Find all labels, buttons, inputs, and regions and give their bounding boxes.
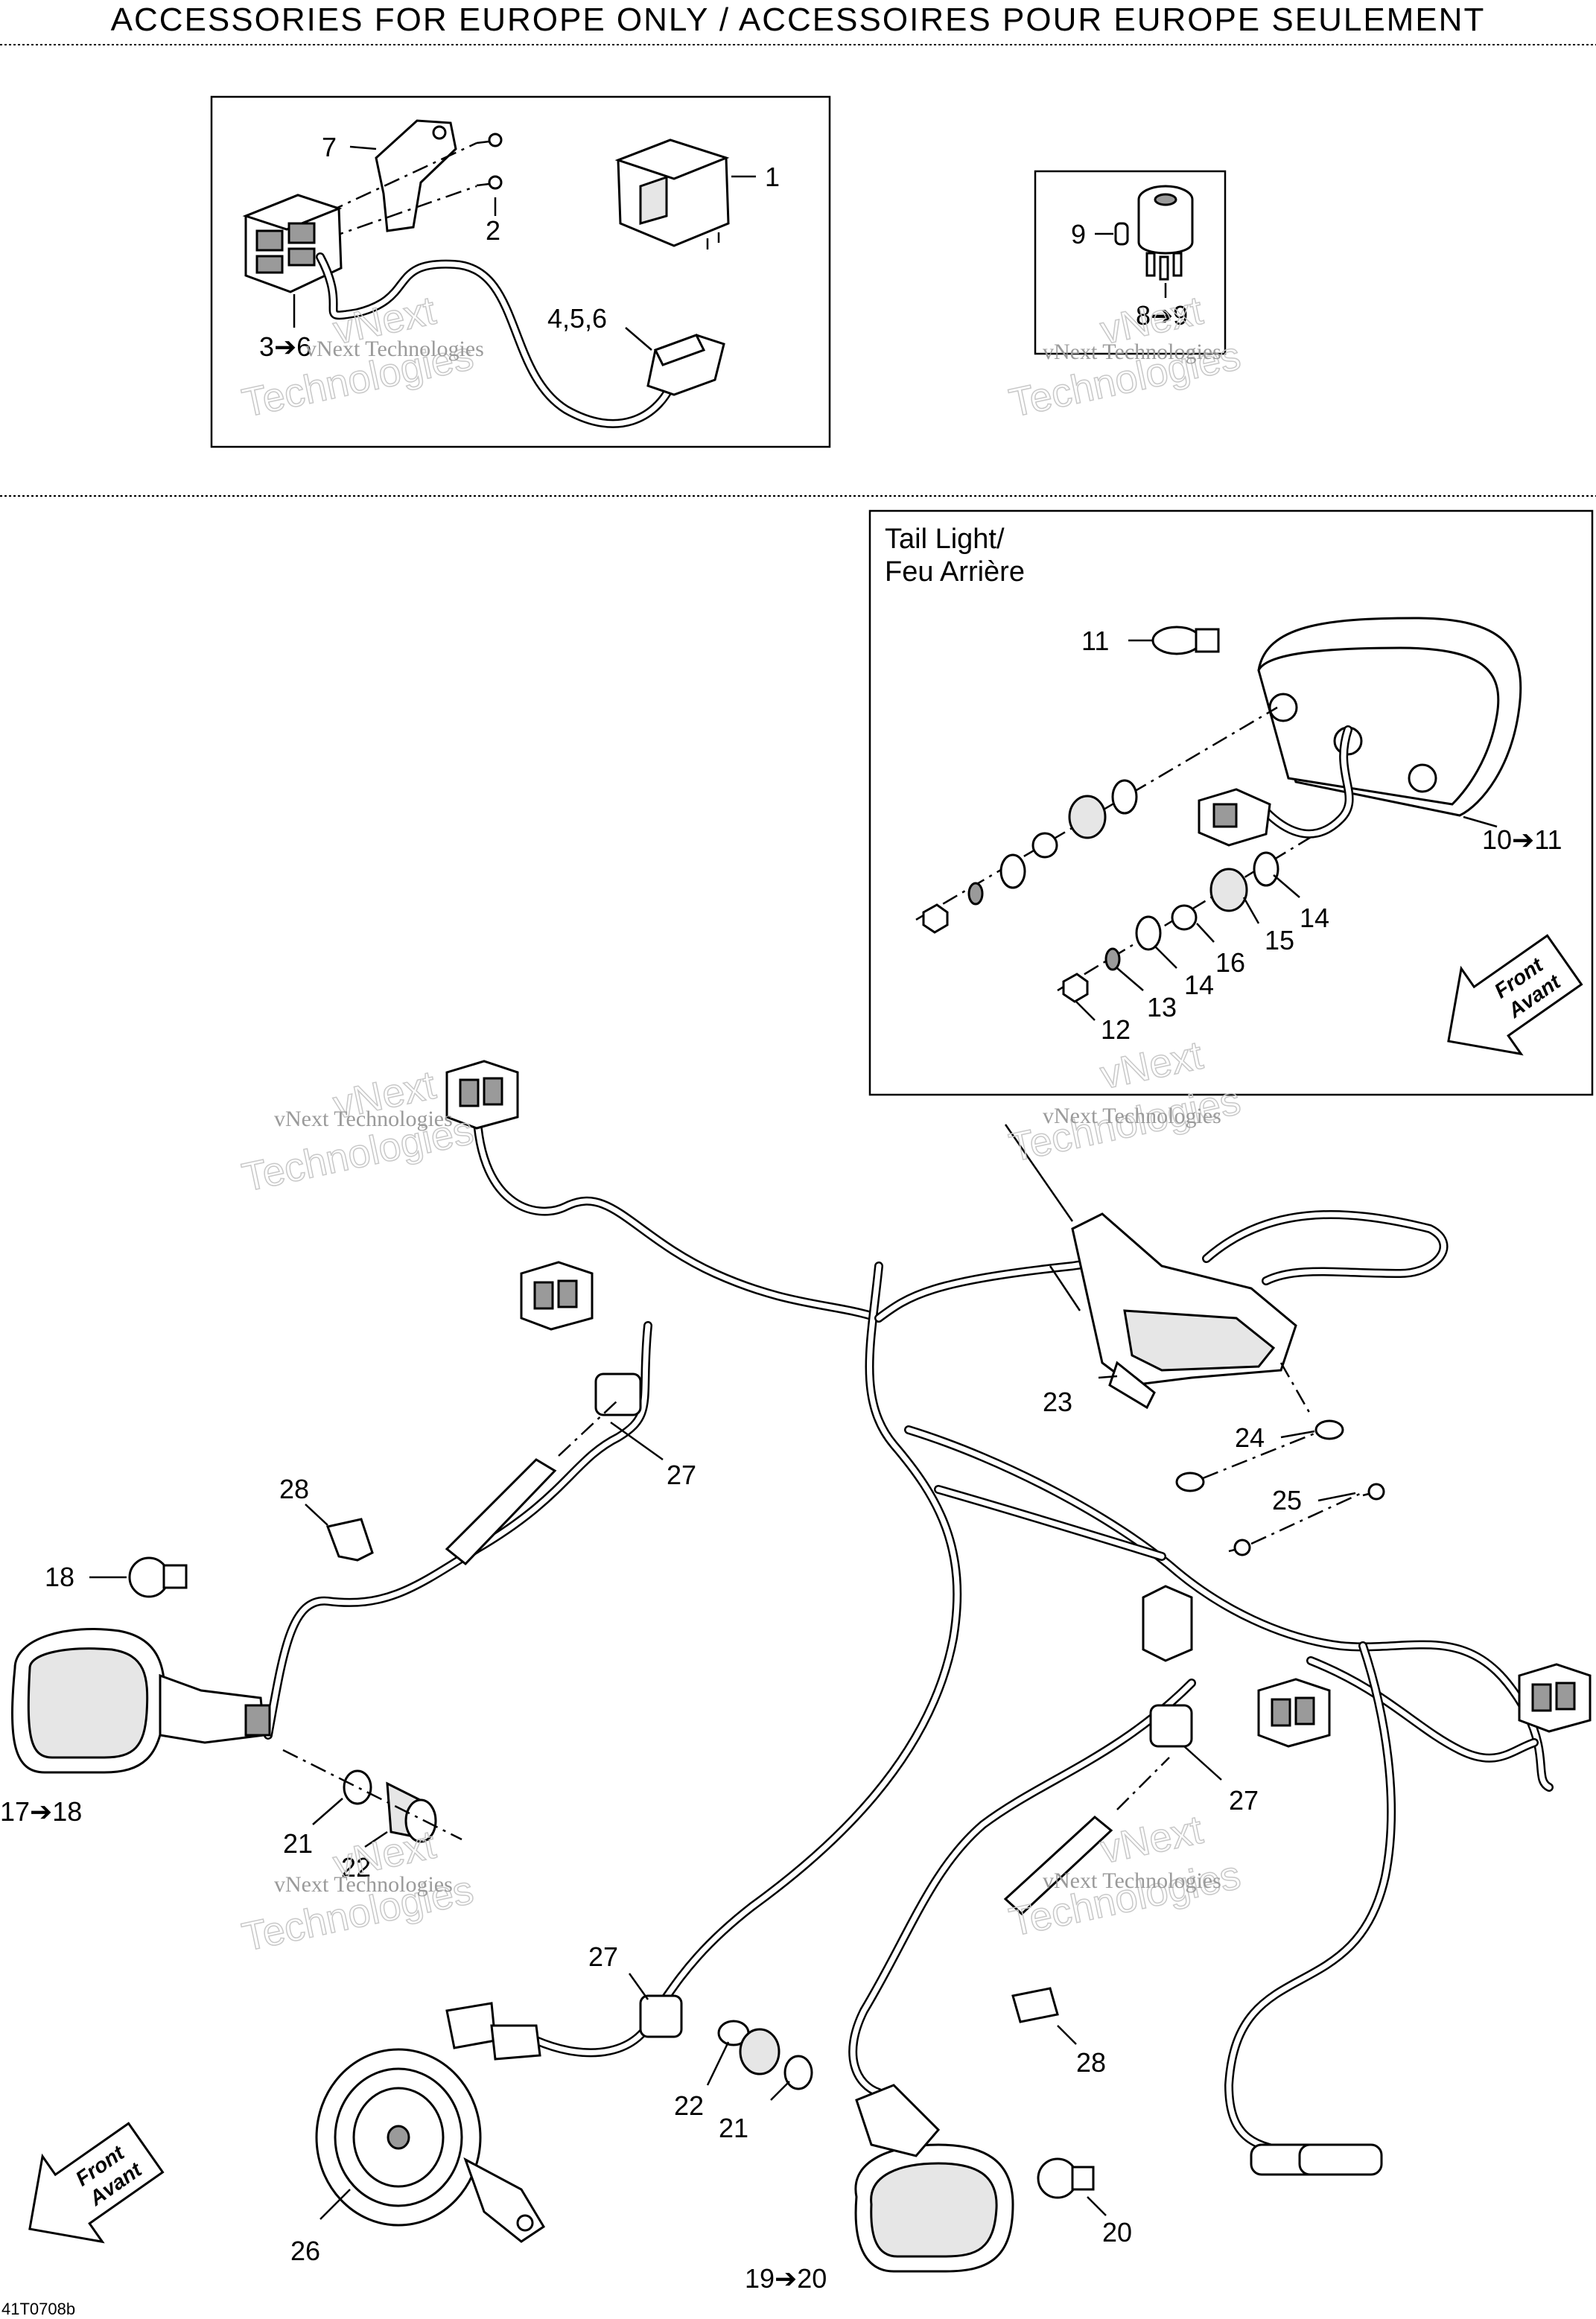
callout-27-upper-left: 27 <box>667 1460 696 1490</box>
callout-22-left: 22 <box>341 1852 371 1883</box>
screw-part <box>476 133 503 190</box>
callout-13: 13 <box>1147 992 1177 1022</box>
harness-connector-mid <box>520 1261 594 1331</box>
harness-trunk-down <box>651 1262 962 2015</box>
callout-4-5-6: 4,5,6 <box>547 303 607 334</box>
callout-20: 20 <box>1102 2217 1132 2248</box>
assembly-axis <box>327 141 477 214</box>
inset-title-line2: Feu Arrière <box>885 556 1025 588</box>
fuse-holder-left <box>445 1399 619 1566</box>
callout-7: 7 <box>322 132 337 162</box>
callout-21-left: 21 <box>283 1828 313 1859</box>
callout-17-18: 17➔18 <box>0 1796 82 1827</box>
callout-23: 23 <box>1043 1387 1072 1417</box>
clip-27-left <box>594 1372 642 1416</box>
inset-tail-light: Tail Light/ Feu Arrière <box>868 509 1594 1096</box>
socket-part <box>1137 185 1194 281</box>
turn-signal-right <box>854 2084 1014 2273</box>
tail-light-housing <box>1257 617 1522 817</box>
drawing-code: 41T0708b <box>1 2300 75 2318</box>
front-arrow-main: Front Avant <box>28 2122 165 2244</box>
watermark-group: Technologies vNext vNext Technologies Te… <box>238 287 1244 1960</box>
harness-connector-center <box>1142 1585 1193 1662</box>
callout-15: 15 <box>1265 925 1294 955</box>
license-light-part <box>1004 1124 1312 1416</box>
callout-8-9: 8➔9 <box>1136 300 1188 331</box>
inset-socket: 9 8➔9 <box>1034 170 1227 355</box>
harness-connector-far-right <box>1518 1663 1592 1733</box>
inset-title-line1: Tail Light/ <box>885 524 1005 555</box>
callout-9: 9 <box>1071 219 1086 249</box>
inset-frame-relay <box>210 95 831 448</box>
harness-connector-top <box>445 1060 519 1130</box>
callout-14-upper: 14 <box>1300 903 1329 933</box>
svg-text:vNext Technologies: vNext Technologies <box>1043 340 1221 364</box>
tail-axis-lower <box>1057 818 1341 992</box>
callout-16: 16 <box>1215 947 1245 978</box>
turn-signal-left <box>10 1628 271 1774</box>
relay-part <box>614 139 730 249</box>
svg-text:vNext Technologies: vNext Technologies <box>305 337 484 361</box>
bracket-hole <box>432 125 447 140</box>
harness-connector-right-mid <box>1257 1678 1331 1748</box>
bulb-18-part <box>128 1556 188 1598</box>
callout-28-left: 28 <box>279 1474 309 1504</box>
svg-text:vNext Technologies: vNext Technologies <box>1043 1104 1221 1128</box>
assembly-axis <box>327 185 477 240</box>
svg-text:vNext Technologies: vNext Technologies <box>274 1107 453 1131</box>
tail-bulb-part <box>1151 626 1220 655</box>
callout-27-lower: 27 <box>588 1941 618 1972</box>
callout-14-lower: 14 <box>1184 970 1214 1000</box>
connector-part <box>646 334 725 396</box>
clip-28-right <box>1011 1987 1059 2023</box>
inset-frame-socket <box>1034 170 1227 355</box>
inset-relay-switch: 7 2 1 3➔6 4,5,6 <box>210 95 831 448</box>
callout-3-6: 3➔6 <box>259 331 311 362</box>
callout-27-right: 27 <box>1229 1785 1259 1816</box>
callout-28-right: 28 <box>1076 2047 1106 2078</box>
switch-part <box>242 194 343 293</box>
callout-21-right: 21 <box>719 2113 748 2143</box>
callout-11: 11 <box>1081 626 1109 656</box>
horn-part <box>315 2002 546 2243</box>
tail-hardware-lower <box>1062 851 1279 1003</box>
main-callouts: 27 28 18 17➔18 21 22 23 24 25 27 27 22 2… <box>0 1375 1356 2294</box>
grommet-22-left <box>282 1749 462 1843</box>
callout-1: 1 <box>765 162 780 192</box>
socket-bulb-part <box>1114 222 1129 246</box>
callout-12: 12 <box>1101 1014 1131 1045</box>
bulb-20-part <box>1037 2157 1095 2199</box>
callout-26: 26 <box>290 2236 320 2266</box>
callout-2: 2 <box>486 215 500 246</box>
inset-frame-tail-light <box>868 509 1594 1096</box>
bracket-part <box>375 119 457 232</box>
callout-18: 18 <box>45 1562 74 1592</box>
svg-text:vNext Technologies: vNext Technologies <box>1043 1868 1221 1893</box>
page-title: ACCESSORIES FOR EUROPE ONLY / ACCESSOIRE… <box>110 1 1486 38</box>
fuse-holder-right <box>1003 1757 1170 1916</box>
resistor-part <box>1250 2143 1383 2176</box>
callout-19-20: 19➔20 <box>745 2263 827 2294</box>
clip-28-left <box>325 1518 374 1562</box>
clip-27-lower <box>639 1994 683 2038</box>
tail-connector <box>1198 788 1271 847</box>
washer-screw-24-25 <box>1175 1419 1385 1556</box>
callout-22-right: 22 <box>674 2090 704 2121</box>
tail-hardware-upper <box>922 779 1138 934</box>
callout-25: 25 <box>1272 1485 1302 1515</box>
front-arrow-inset: Front Avant <box>1447 934 1583 1056</box>
svg-text:vNext Technologies: vNext Technologies <box>274 1872 453 1897</box>
grommet-22-right <box>717 2020 813 2090</box>
clip-27-right <box>1149 1704 1193 1748</box>
callout-10-11: 10➔11 <box>1482 824 1562 855</box>
callout-24: 24 <box>1235 1422 1265 1453</box>
main-harness <box>264 1060 1592 2176</box>
